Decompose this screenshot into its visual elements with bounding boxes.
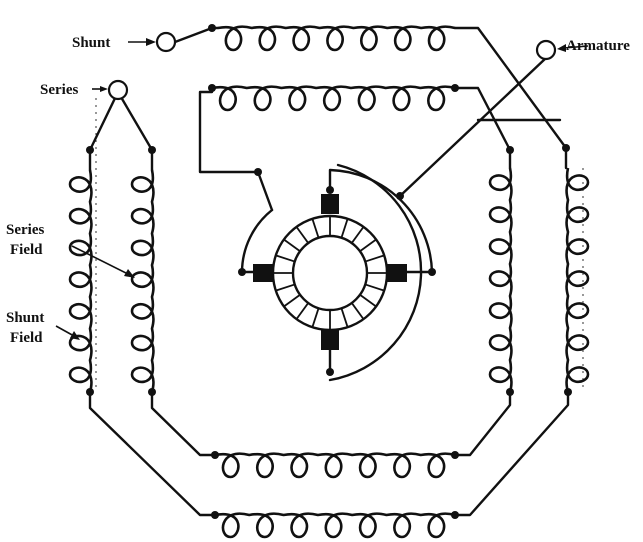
commutator-segment <box>311 307 320 328</box>
brush-top <box>321 194 339 214</box>
commutator-segment <box>359 294 377 308</box>
right-inner-coil <box>488 167 513 393</box>
commutator-segment <box>340 307 349 328</box>
shunt-field-label-line2: Field <box>10 330 43 346</box>
commutator-segment <box>283 238 301 252</box>
commutator-segment <box>275 283 296 292</box>
series-field-label-line2: Field <box>10 242 43 258</box>
bottom-coil-2-right-lead <box>453 390 570 517</box>
brush-arc-outer <box>328 163 423 382</box>
field-coils <box>68 25 590 539</box>
shunt-label: Shunt <box>72 35 110 51</box>
brush-right <box>387 264 407 282</box>
commutator-segment <box>340 218 349 239</box>
armature-terminal <box>535 39 557 61</box>
second-coil <box>211 85 456 112</box>
left-inner-bottom-lead <box>150 390 217 457</box>
series-label: Series <box>40 82 78 98</box>
commutator-segment <box>359 238 377 252</box>
commutator-segment <box>351 226 365 244</box>
right-outer-coil <box>565 167 590 393</box>
series-field-label-line1: Series <box>6 222 44 238</box>
commutator-segment <box>295 302 309 320</box>
armature-label: Armature <box>566 38 630 54</box>
commutator-segment <box>283 294 301 308</box>
bottom-coil-1-right-lead <box>453 390 512 457</box>
commutator-segment <box>311 218 320 239</box>
brush-left <box>253 264 273 282</box>
armature-lead-wire <box>398 56 548 198</box>
wiring <box>88 26 570 517</box>
commutator-segment <box>351 302 365 320</box>
brush-bottom <box>321 330 339 350</box>
bottom-coil-2 <box>214 512 456 539</box>
series-lead-right <box>116 90 154 152</box>
label-arrows <box>55 38 589 340</box>
left-inner-coil <box>130 169 155 393</box>
second-coil-left-lead <box>198 86 274 212</box>
shunt-terminal <box>155 31 177 53</box>
second-coil-right-lead <box>453 86 512 152</box>
commutator-segment <box>364 254 385 263</box>
top-coil-right-lead <box>453 26 568 150</box>
top-coil <box>217 25 456 52</box>
commutator-segment <box>275 254 296 263</box>
commutator-segment <box>295 226 309 244</box>
commutator-segment <box>364 283 385 292</box>
bottom-coil-1 <box>214 452 456 479</box>
armature-commutator <box>253 194 407 350</box>
left-outer-coil <box>68 169 93 393</box>
dotted-guides <box>95 98 584 392</box>
shunt-field-label-line1: Shunt <box>6 310 44 326</box>
left-outer-bottom-lead <box>88 390 217 517</box>
junction-dots <box>86 24 572 519</box>
brush-arc-left <box>240 208 274 274</box>
series-lead-left <box>88 90 120 152</box>
series-terminal <box>107 79 129 101</box>
